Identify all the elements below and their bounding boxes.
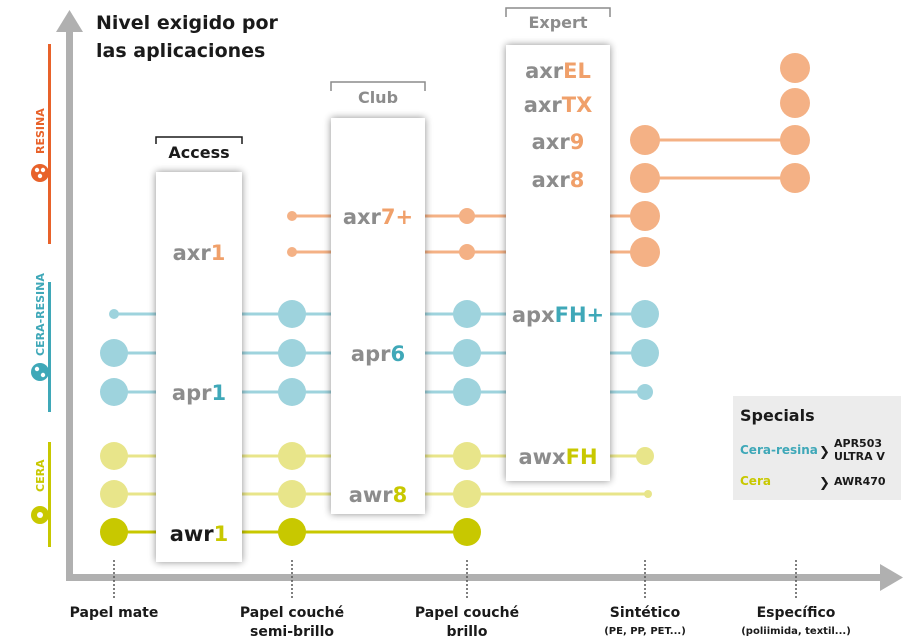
club-label: Club (358, 88, 398, 107)
access-column (156, 172, 242, 562)
product-axr9: axr9 (532, 130, 585, 154)
specials-title: Specials (740, 406, 815, 425)
cera-label: CERA (34, 459, 47, 492)
dot (630, 237, 660, 267)
x-label-couche-semi-line1: Papel couché (240, 605, 344, 621)
dot (780, 125, 810, 155)
x-label-sintetico-line1: Sintético (610, 605, 681, 621)
chevron-right-icon: ❯ (819, 445, 830, 460)
club-column (331, 118, 425, 514)
dot (631, 339, 659, 367)
chevron-right-icon: ❯ (819, 476, 830, 491)
x-axis (66, 574, 882, 581)
product-apr6: apr6 (351, 342, 405, 366)
x-label-especifico-line2: (poliimida, textil...) (741, 626, 851, 637)
cera-resina-bar (48, 282, 51, 412)
y-axis-title-line2: las aplicaciones (96, 40, 265, 62)
x-axis-categories: Papel mate Papel couché semi-brillo Pape… (70, 560, 851, 640)
group-club: Club axr7+ apr6 awr8 (330, 81, 426, 514)
y-axis-title-line1: Nivel exigido por (96, 12, 279, 34)
dot (630, 125, 660, 155)
dot (453, 442, 481, 470)
product-axrtx: axrTX (524, 93, 593, 117)
dot (459, 244, 475, 260)
product-awr1: awr1 (170, 522, 229, 546)
x-label-especifico-line1: Específico (757, 605, 836, 621)
dot (780, 163, 810, 193)
cera-resina-icon (31, 363, 49, 381)
dot (636, 447, 654, 465)
x-label-sintetico-line2: (PE, PP, PET...) (604, 626, 686, 637)
x-label-papel-mate: Papel mate (70, 605, 159, 621)
dot (278, 480, 306, 508)
product-apxfh: apxFH+ (512, 303, 604, 327)
product-awr8: awr8 (349, 483, 408, 507)
expert-label: Expert (528, 13, 587, 32)
dot (100, 442, 128, 470)
specials-row1-label: Cera-resina (740, 443, 818, 457)
product-awxfh: awxFH (518, 445, 597, 469)
dot (109, 309, 119, 319)
dot (278, 339, 306, 367)
dot (780, 53, 810, 83)
dot (287, 211, 297, 221)
dot (100, 378, 128, 406)
cera-resina-label: CERA-RESINA (34, 273, 47, 356)
dot (100, 518, 128, 546)
dot (459, 208, 475, 224)
dot (630, 201, 660, 231)
specials-row1-value-line1: APR503 (834, 437, 882, 450)
y-axis-arrow (56, 10, 83, 32)
y-axis (66, 28, 73, 580)
group-expert: Expert axrEL axrTX axr9 axr8 apxFH+ awxF… (505, 7, 611, 481)
dot (100, 480, 128, 508)
product-axr7: axr7+ (343, 205, 413, 229)
dot (644, 490, 652, 498)
dot (780, 88, 810, 118)
product-axr1: axr1 (173, 241, 226, 265)
specials-background (733, 396, 901, 500)
x-label-couche-brillo-line2: brillo (447, 624, 488, 640)
dot (453, 480, 481, 508)
dot (637, 384, 653, 400)
resina-icon (31, 164, 49, 182)
group-access: Access axr1 apr1 awr1 (155, 136, 243, 562)
access-label: Access (168, 143, 229, 162)
dot (278, 300, 306, 328)
dot (630, 163, 660, 193)
product-axrel: axrEL (525, 59, 591, 83)
dot (278, 518, 306, 546)
specials-row2-value: AWR470 (834, 475, 886, 488)
dots (100, 53, 810, 546)
specials-box: Specials Cera-resina ❯ APR503 ULTRA V Ce… (733, 396, 901, 500)
dot (453, 339, 481, 367)
dot (278, 378, 306, 406)
axes (56, 10, 903, 591)
expert-column (506, 45, 610, 481)
x-label-couche-semi-line2: semi-brillo (250, 624, 334, 640)
dot (453, 300, 481, 328)
dot (287, 247, 297, 257)
x-axis-arrow (880, 564, 903, 591)
x-label-couche-brillo-line1: Papel couché (415, 605, 519, 621)
product-axr8: axr8 (532, 168, 585, 192)
product-apr1: apr1 (172, 381, 226, 405)
dot (631, 300, 659, 328)
specials-row2-label: Cera (740, 474, 771, 488)
category-legend: RESINA CERA-RESINA CERA (31, 44, 51, 547)
cera-bar (48, 442, 51, 547)
resina-bar (48, 44, 51, 244)
specials-row1-value-line2: ULTRA V (834, 450, 885, 463)
dot (100, 339, 128, 367)
dot (453, 518, 481, 546)
dot (278, 442, 306, 470)
resina-label: RESINA (34, 108, 47, 154)
dot (453, 378, 481, 406)
